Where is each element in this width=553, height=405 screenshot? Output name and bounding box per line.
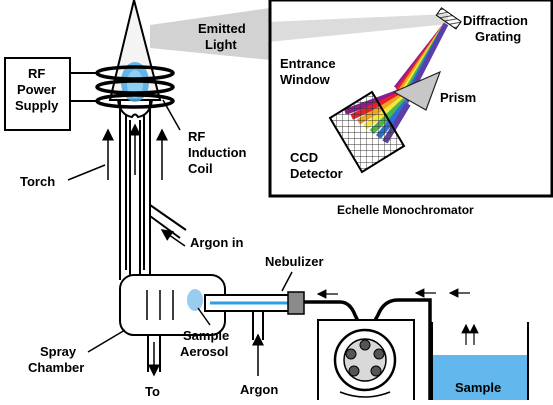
prism-label: Prism (440, 90, 476, 105)
nebulizer-label: Nebulizer (265, 254, 324, 269)
rf-coil-wires (70, 72, 97, 102)
rf-power-supply-label-line2: Power (17, 82, 56, 97)
rf-power-supply (4, 57, 71, 131)
rf-induction-coil-label-line2: Induction (188, 145, 247, 160)
argon-label: Argon (240, 382, 278, 397)
torch-label: Torch (20, 174, 55, 189)
torch-flow-arrows (102, 123, 168, 180)
torch (119, 100, 151, 285)
prism (392, 70, 442, 111)
nebulizer-cap (287, 291, 305, 315)
pump-rollers (345, 339, 385, 377)
argon-in-label: Argon in (190, 235, 243, 250)
sample-label: Sample (455, 380, 501, 395)
diffraction-grating (435, 7, 462, 30)
entrance-window-label-line1: Entrance (280, 56, 336, 71)
rf-power-supply-label-line1: RF (28, 66, 45, 81)
ccd-detector-label-line1: CCD (290, 150, 318, 165)
spray-chamber-label-line1: Spray (40, 344, 77, 359)
diffraction-grating-label-line2: Grating (475, 29, 521, 44)
sample-aerosol-label-line1: Sample (183, 328, 229, 343)
nebulizer-pointer (281, 271, 293, 292)
rf-power-supply-label-line3: Supply (15, 98, 59, 113)
diffraction-grating-label-line1: Diffraction (463, 13, 528, 28)
emitted-light-label-line2: Light (205, 37, 237, 52)
rf-induction-coil-label-line1: RF (188, 129, 205, 144)
sample-liquid (432, 355, 528, 400)
plasma-core-inner (127, 70, 143, 98)
argon-in-arrow (160, 229, 186, 247)
entrance-window-label-line2: Window (280, 72, 331, 87)
pump-rotation-arrow (339, 391, 391, 398)
spray-chamber-label-line2: Chamber (28, 360, 84, 375)
argon-inlet-tube (149, 204, 187, 239)
callout-lines (67, 99, 211, 353)
echelle-monochromator-label: Echelle Monochromator (337, 203, 474, 217)
spray-chamber-baffles (146, 290, 174, 320)
to-drain-label: To (145, 384, 160, 399)
torch-tip (117, 99, 153, 119)
ccd-detector (328, 90, 406, 174)
emitted-light-beam (150, 8, 270, 60)
sample-aerosol-spray (187, 289, 203, 311)
light-path-to-grating (268, 14, 448, 42)
rf-induction-coil-label-line3: Coil (188, 161, 213, 176)
sample-flow-arrows (316, 288, 470, 299)
emitted-light-label-line1: Emitted (198, 21, 246, 36)
sample-aerosol-label-line2: Aerosol (180, 344, 228, 359)
sample-beaker (431, 322, 529, 400)
echelle-monochromator-box (268, 0, 553, 198)
ccd-detector-label-line2: Detector (290, 166, 343, 181)
